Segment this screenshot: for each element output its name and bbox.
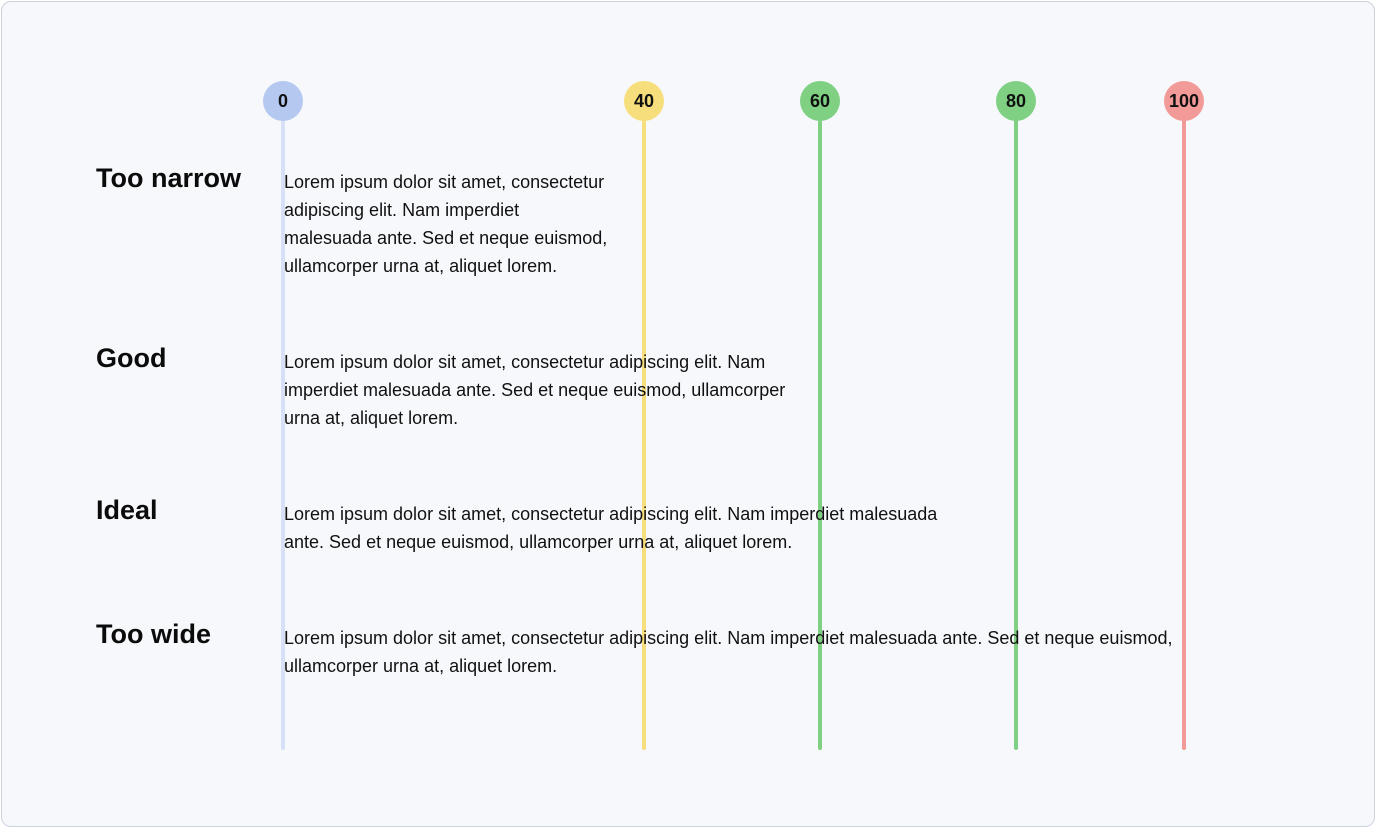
- guide-line-0: [281, 120, 285, 750]
- text-line: adipiscing elit. Nam imperdiet: [284, 200, 520, 220]
- text-line: Lorem ipsum dolor sit amet, consectetur …: [284, 504, 938, 524]
- text-line: urna at, aliquet lorem.: [284, 408, 459, 428]
- text-line: Lorem ipsum dolor sit amet, consectetur …: [284, 628, 1173, 648]
- row-text-ideal: Lorem ipsum dolor sit amet, consectetur …: [284, 500, 937, 556]
- row-label-ideal: Ideal: [96, 495, 158, 525]
- row-text-good: Lorem ipsum dolor sit amet, consectetur …: [284, 348, 785, 432]
- text-line: imperdiet malesuada ante. Sed et neque e…: [284, 380, 786, 400]
- row-label-too-narrow: Too narrow: [96, 163, 241, 193]
- guide-line-80: [1014, 120, 1018, 750]
- guide-marker-0: 0: [263, 81, 303, 121]
- guide-marker-100: 100: [1164, 81, 1204, 121]
- text-line: Lorem ipsum dolor sit amet, consectetur …: [284, 352, 766, 372]
- guide-marker-60: 60: [800, 81, 840, 121]
- guide-line-60: [818, 120, 822, 750]
- text-line: Lorem ipsum dolor sit amet, consectetur: [284, 172, 605, 192]
- text-line: malesuada ante. Sed et neque euismod,: [284, 228, 608, 248]
- row-text-too-narrow: Lorem ipsum dolor sit amet, consectetur …: [284, 168, 607, 280]
- row-label-too-wide: Too wide: [96, 619, 211, 649]
- guide-marker-80: 80: [996, 81, 1036, 121]
- text-line: ullamcorper urna at, aliquet lorem.: [284, 256, 558, 276]
- text-line: ante. Sed et neque euismod, ullamcorper …: [284, 532, 793, 552]
- guide-line-40: [642, 120, 646, 750]
- text-line: ullamcorper urna at, aliquet lorem.: [284, 656, 558, 676]
- row-text-too-wide: Lorem ipsum dolor sit amet, consectetur …: [284, 624, 1172, 680]
- guide-line-100: [1182, 120, 1186, 750]
- row-label-good: Good: [96, 343, 167, 373]
- guide-marker-40: 40: [624, 81, 664, 121]
